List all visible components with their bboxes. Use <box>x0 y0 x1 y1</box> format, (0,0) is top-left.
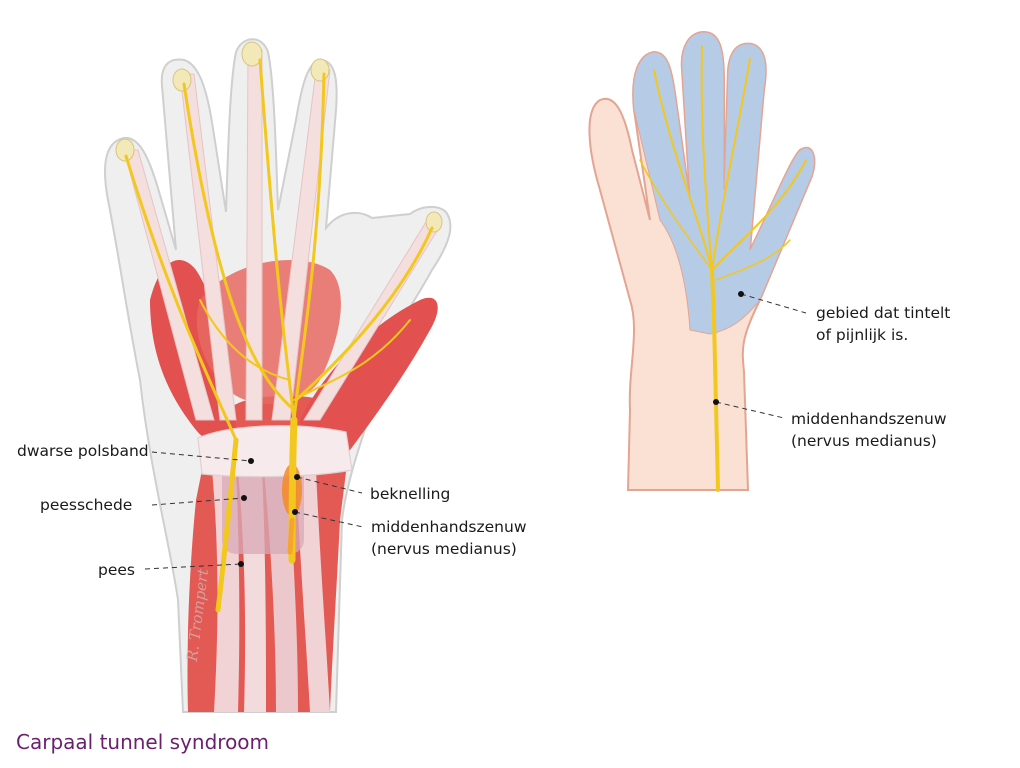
affected-area <box>632 31 815 335</box>
palm-muscles <box>196 260 341 404</box>
label-right-median-nerve-line2: (nervus medianus) <box>791 432 937 450</box>
left-marker-dots <box>238 458 300 567</box>
anatomy-hand <box>104 38 452 713</box>
transverse-carpal-ligament <box>197 425 353 478</box>
right-marker-dots <box>713 291 744 405</box>
fingertips <box>115 41 443 233</box>
label-affected-area-line1: gebied dat tintelt <box>816 304 951 322</box>
left-leader-lines <box>144 451 364 570</box>
right-leader-lines <box>715 293 807 419</box>
label-beknelling: beknelling <box>370 485 451 503</box>
label-affected-area: gebied dat tintelt of pijnlijk is. <box>816 302 950 346</box>
label-left-median-nerve: middenhandszenuw (nervus medianus) <box>371 516 527 560</box>
label-right-median-nerve: middenhandszenuw (nervus medianus) <box>791 408 947 452</box>
area-nerves <box>639 45 807 492</box>
area-hand <box>588 30 816 492</box>
thenar-muscles <box>300 297 438 460</box>
label-left-median-nerve-line2: (nervus medianus) <box>371 540 517 558</box>
label-affected-area-line2: of pijnlijk is. <box>816 326 909 344</box>
label-pees: pees <box>98 561 135 579</box>
label-left-median-nerve-line1: middenhandszenuw <box>371 518 527 536</box>
nerves <box>124 58 434 613</box>
label-dwarse-polsband: dwarse polsband <box>17 442 149 460</box>
caption: Carpaal tunnel syndroom <box>16 730 270 754</box>
label-right-median-nerve-line1: middenhandszenuw <box>791 410 947 428</box>
label-peesschede: peesschede <box>40 496 133 514</box>
